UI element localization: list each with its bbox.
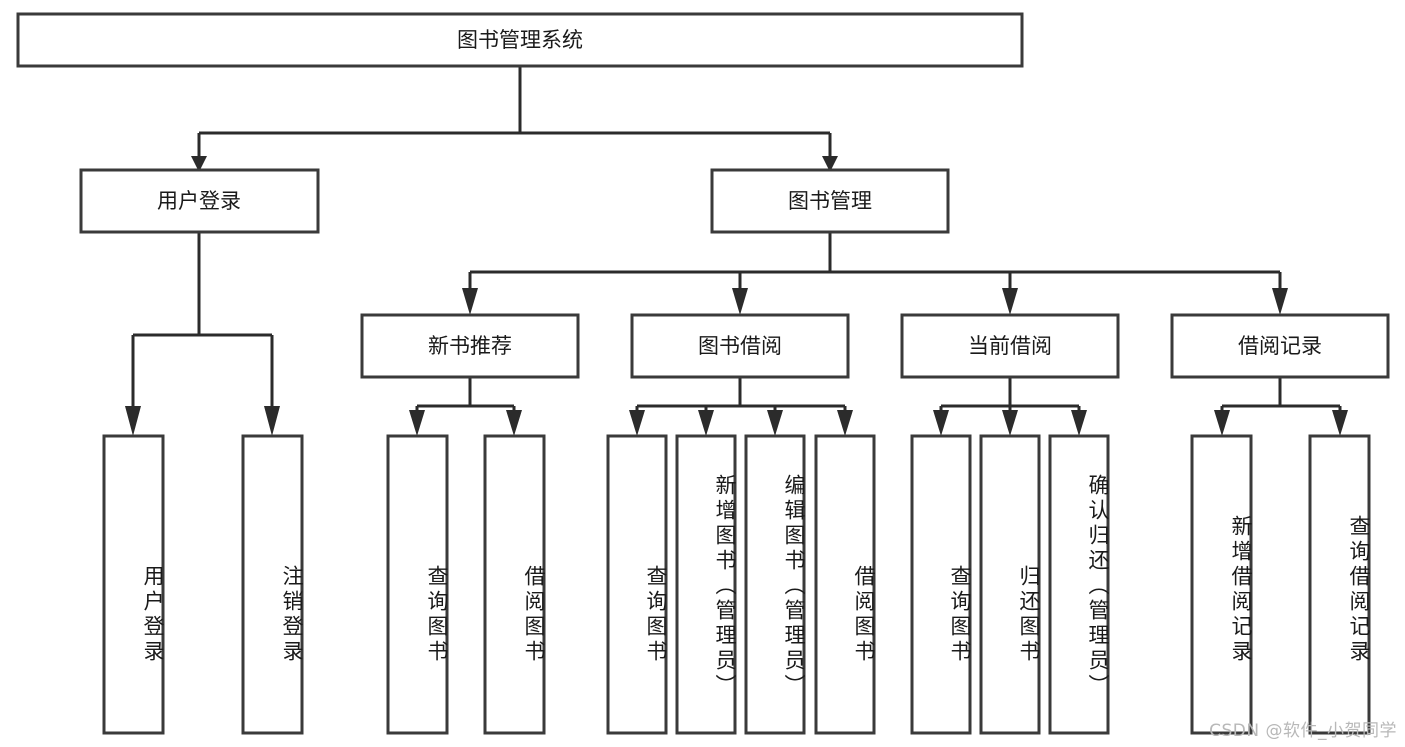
arrow-head-book-mgmt — [822, 156, 838, 172]
node-label-book-borrow: 图书借阅 — [698, 334, 782, 358]
leaf-box-current-borrow-0[interactable] — [910, 434, 972, 735]
node-box-book-borrow[interactable] — [630, 313, 850, 379]
arrow-head-nb-leaf-2 — [506, 410, 522, 436]
arrow-head-bb-leaf-3 — [767, 410, 783, 436]
node-label-new-book-recommend: 新书推荐 — [428, 334, 512, 358]
node-box-user-login[interactable] — [79, 168, 320, 234]
watermark-text: CSDN @软件_小贺同学 — [1209, 721, 1397, 741]
arrow-head-br-leaf-1 — [1214, 410, 1230, 436]
arrow-head-bb-leaf-2 — [698, 410, 714, 436]
leaf-box-new-book-0[interactable] — [386, 434, 449, 735]
leaf-box-book-borrow-2[interactable] — [744, 434, 806, 735]
leaf-box-current-borrow-1[interactable] — [979, 434, 1041, 735]
node-box-current-borrow[interactable] — [900, 313, 1120, 379]
node-box-book-management[interactable] — [710, 168, 950, 234]
leaf-box-borrow-record-0[interactable] — [1190, 434, 1253, 735]
node-label-user-login: 用户登录 — [157, 189, 241, 213]
leaf-box-book-borrow-3[interactable] — [814, 434, 876, 735]
node-box-new-book-recommend[interactable] — [360, 313, 580, 379]
arrow-head-current-borrow — [1002, 288, 1018, 315]
arrow-head-nb-leaf-1 — [409, 410, 425, 436]
leaf-box-book-borrow-0[interactable] — [606, 434, 668, 735]
arrow-head-user-login — [191, 156, 207, 172]
leaf-box-user-login-1[interactable] — [241, 434, 304, 735]
horizontal-label-layer: 图书管理系统 用户登录 图书管理 新书推荐 图书借阅 当前借阅 借阅记录 — [157, 28, 1322, 358]
node-label-book-management: 图书管理 — [788, 189, 872, 213]
arrow-head-cb-leaf-1 — [933, 410, 949, 436]
leaf-box-book-borrow-1[interactable] — [675, 434, 737, 735]
arrow-head-leaf-logout — [264, 406, 280, 436]
arrow-head-bb-leaf-4 — [837, 410, 853, 436]
arrow-head-borrow-record — [1272, 288, 1288, 315]
arrow-head-leaf-user-login — [125, 406, 141, 436]
arrow-head-cb-leaf-2 — [1002, 410, 1018, 436]
leaf-box-user-login-0[interactable] — [102, 434, 165, 735]
node-label-current-borrow: 当前借阅 — [968, 334, 1052, 358]
node-layer — [16, 12, 1390, 735]
arrow-head-new-book — [462, 288, 478, 315]
node-label-borrow-record: 借阅记录 — [1238, 334, 1322, 358]
leaf-box-current-borrow-2[interactable] — [1048, 434, 1110, 735]
node-box-borrow-record[interactable] — [1170, 313, 1390, 379]
arrow-head-bb-leaf-1 — [629, 410, 645, 436]
leaf-box-new-book-1[interactable] — [483, 434, 546, 735]
arrow-head-br-leaf-2 — [1332, 410, 1348, 436]
arrow-head-cb-leaf-3 — [1071, 410, 1087, 436]
connector-layer — [125, 66, 1348, 436]
arrow-head-book-borrow — [732, 288, 748, 315]
leaf-box-borrow-record-1[interactable] — [1308, 434, 1371, 735]
node-box-root[interactable] — [16, 12, 1024, 68]
node-label-root: 图书管理系统 — [457, 28, 583, 52]
